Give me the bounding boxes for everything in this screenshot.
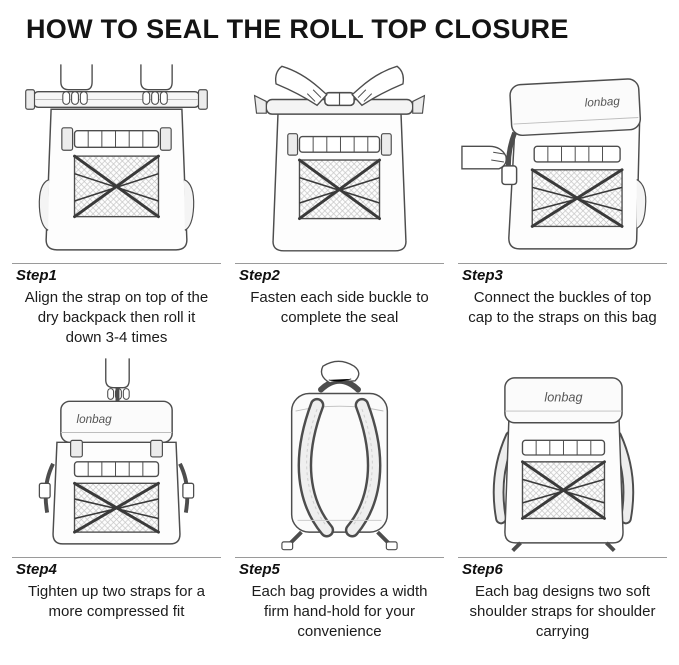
- top-cap-buckle-illustration: lonbag: [461, 78, 647, 250]
- step-2-label: Step2: [239, 267, 280, 284]
- strap-tightening-illustration: lonbag: [38, 358, 195, 545]
- step-4-description: Tighten up two straps for a more compres…: [27, 583, 206, 621]
- step-6-cell: lonbag Step6 Each bag designs two soft s…: [458, 355, 667, 641]
- step-5-meta: Step5 Each bag provides a width firm han…: [235, 557, 444, 641]
- step-5-label: Step5: [239, 561, 280, 579]
- step-2-meta: Step2 Fasten each side buckle to complet…: [235, 263, 444, 328]
- step-2-cell: Step2 Fasten each side buckle to complet…: [235, 61, 444, 347]
- step-3-label: Step3: [462, 267, 503, 284]
- step-6-meta: Step6 Each bag designs two soft shoulder…: [458, 557, 667, 641]
- step-3-description: Connect the buckles of top cap to the st…: [468, 289, 657, 326]
- instruction-page: HOW TO SEAL THE ROLL TOP CLOSURE: [8, 14, 671, 642]
- roll-top-rolling-illustration: [25, 64, 208, 251]
- step-1-illustration-box: [12, 61, 221, 259]
- buckle-fastening-illustration: [253, 65, 426, 252]
- step-4-meta: Step4 Tighten up two straps for a more c…: [12, 557, 221, 622]
- step-1-label: Step1: [16, 267, 57, 284]
- brand-logo: lonbag: [544, 391, 582, 405]
- step-3-cell: lonbag Step3 Connect the buckles of top: [458, 61, 667, 347]
- steps-grid: Step1 Align the strap on top of the dry …: [8, 61, 671, 642]
- shoulder-straps-illustration: lonbag: [492, 377, 635, 553]
- step-5-illustration-box: [235, 355, 444, 553]
- step-5-description: Each bag provides a width firm hand-hold…: [251, 583, 428, 640]
- brand-logo: lonbag: [76, 413, 112, 426]
- step-4-label: Step4: [16, 561, 57, 579]
- brand-logo: lonbag: [584, 95, 620, 110]
- step-4-illustration-box: lonbag: [12, 355, 221, 553]
- step-1-cell: Step1 Align the strap on top of the dry …: [12, 61, 221, 347]
- step-6-description: Each bag designs two soft shoulder strap…: [469, 583, 656, 640]
- step-1-description: Align the strap on top of the dry backpa…: [24, 289, 209, 346]
- step-3-illustration-box: lonbag: [458, 61, 667, 259]
- step-2-illustration-box: [235, 61, 444, 259]
- step-1-meta: Step1 Align the strap on top of the dry …: [12, 263, 221, 347]
- step-4-cell: lonbag Step4 Tighten up two straps for a: [12, 355, 221, 641]
- step-6-illustration-box: lonbag: [458, 355, 667, 553]
- step-3-meta: Step3 Connect the buckles of top cap to …: [458, 263, 667, 328]
- step-5-cell: Step5 Each bag provides a width firm han…: [235, 355, 444, 641]
- hand-hold-illustration: [281, 360, 398, 551]
- page-title: HOW TO SEAL THE ROLL TOP CLOSURE: [26, 14, 569, 44]
- step-2-description: Fasten each side buckle to complete the …: [250, 289, 429, 326]
- step-6-label: Step6: [462, 561, 503, 579]
